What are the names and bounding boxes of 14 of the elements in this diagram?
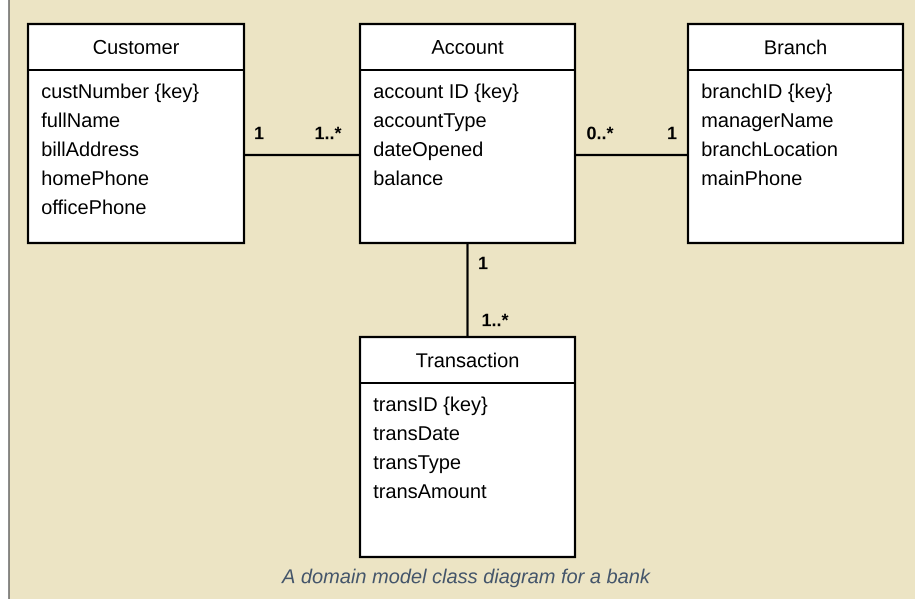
- class-box: Account account ID {key} accountType dateOpened balance: [358, 22, 576, 244]
- class-box: Customer custNumber {key} fullName billAddress homePhone officePhone: [26, 22, 246, 244]
- class-box: Transaction transID {key} transDate transType transAmount: [358, 336, 576, 558]
- multiplicity-label: 0..*: [587, 126, 614, 140]
- association-line: [466, 243, 469, 337]
- multiplicity-label: 1: [668, 126, 677, 140]
- multiplicity-label: 1: [479, 256, 488, 270]
- multiplicity-label: 1..*: [482, 314, 508, 326]
- association-line: [575, 154, 688, 156]
- multiplicity-label: 1: [255, 126, 264, 140]
- association-line: [244, 154, 360, 156]
- multiplicity-label: 1..*: [316, 126, 342, 140]
- caption: A domain model class diagram for a bank: [281, 568, 651, 588]
- class-box: Branch branchID {key} managerName branchLocation mainPhone: [686, 22, 904, 244]
